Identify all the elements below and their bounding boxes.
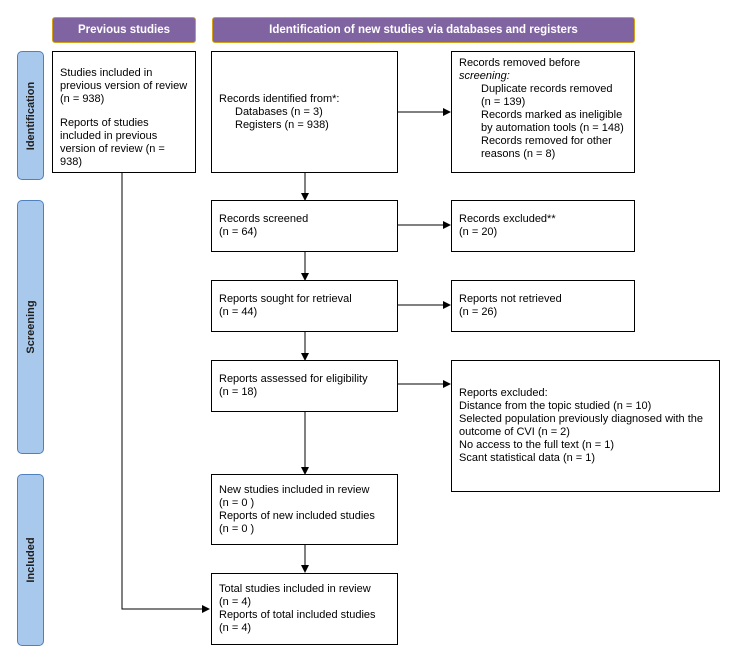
reports-not-retrieved-box: Reports not retrieved (n = 26) [451,280,635,332]
screened-title: Records screened [219,213,309,225]
assessed-title: Reports assessed for eligibility [219,373,368,385]
phase-included: Included [17,474,44,646]
removed-line7: Records removed for other [481,135,612,147]
reports-excluded-r1: Distance from the topic studied (n = 10) [459,400,652,412]
phase-identification-label: Identification [24,81,37,150]
total-included-line1: Total studies included in review [219,583,371,595]
reports-assessed-box: Reports assessed for eligibility (n = 18… [211,360,398,412]
reports-excluded-r3: outcome of CVI (n = 2) [459,426,570,438]
previous-line5: included in previous [60,130,158,142]
removed-line2: screening: [459,70,510,82]
header-new-studies: Identification of new studies via databa… [212,17,635,43]
arrow-previous-to-total [121,173,210,613]
identified-title: Records identified from*: [219,92,340,105]
records-removed-box: Records removed before screening: Duplic… [451,51,635,173]
new-studies-included-box: New studies included in review (n = 0 ) … [211,474,398,545]
sought-n: (n = 44) [219,306,258,318]
new-included-line1: New studies included in review [219,483,370,496]
screened-n: (n = 64) [219,226,258,238]
not-retrieved-title: Reports not retrieved [459,293,562,305]
previous-studies-box: Studies included in previous version of … [52,51,196,173]
previous-line6: version of review (n = 938) [60,143,165,168]
reports-excluded-r4: No access to the full text (n = 1) [459,439,614,451]
removed-line3: Duplicate records removed [481,83,613,95]
header-new-label: Identification of new studies via databa… [269,24,578,36]
reports-excluded-title: Reports excluded: [459,387,548,399]
reports-excluded-r5: Scant statistical data (n = 1) [459,452,596,464]
identified-registers: Registers (n = 938) [235,118,329,131]
phase-included-label: Included [24,537,37,583]
previous-line2: previous version of review [60,80,188,92]
not-retrieved-n: (n = 26) [459,306,498,318]
records-excluded-box: Records excluded** (n = 20) [451,200,635,252]
phase-identification: Identification [17,51,44,180]
phase-screening-label: Screening [24,300,37,354]
phase-screening: Screening [17,200,44,454]
records-screened-box: Records screened (n = 64) [211,200,398,252]
header-previous-studies: Previous studies [52,17,196,43]
sought-title: Reports sought for retrieval [219,293,352,305]
total-included-line3: Reports of total included studies [219,609,376,621]
new-included-line2: (n = 0 ) [219,496,255,509]
reports-excluded-box: Reports excluded: Distance from the topi… [451,360,720,492]
excluded-title: Records excluded** [459,213,556,225]
reports-excluded-r2: Selected population previously diagnosed… [459,413,703,425]
total-included-line4: (n = 4) [219,622,252,634]
removed-line6: by automation tools (n = 148) [481,122,624,134]
new-included-line3: Reports of new included studies [219,509,375,522]
assessed-n: (n = 18) [219,386,258,398]
removed-line4: (n = 139) [481,96,526,108]
reports-sought-box: Reports sought for retrieval (n = 44) [211,280,398,332]
header-previous-label: Previous studies [77,24,171,36]
removed-line1: Records removed before [459,57,581,69]
records-identified-box: Records identified from*: Databases (n =… [211,51,398,173]
previous-line1: Studies included in [60,67,153,79]
total-included-line2: (n = 4) [219,596,252,608]
previous-line3: (n = 938) [60,93,105,105]
new-included-line4: (n = 0 ) [219,522,255,535]
total-studies-included-box: Total studies included in review (n = 4)… [211,573,398,645]
previous-line4: Reports of studies [60,117,149,129]
excluded-n: (n = 20) [459,226,498,238]
identified-databases: Databases (n = 3) [235,105,323,118]
removed-line5: Records marked as ineligible [481,109,623,121]
removed-line8: reasons (n = 8) [481,148,556,160]
